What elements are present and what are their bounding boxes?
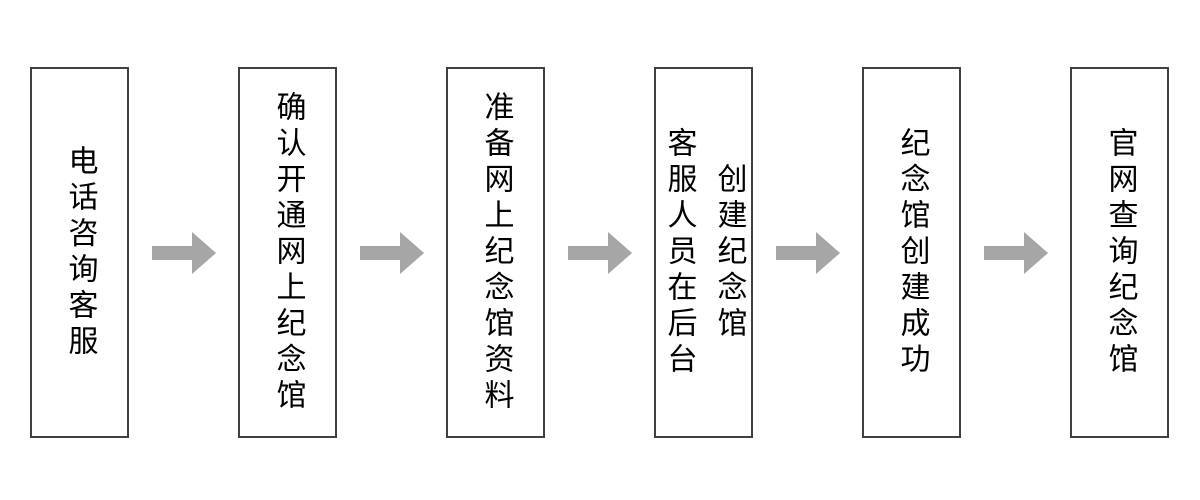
flow-step-2: 确认开通网上纪念馆 [238,67,337,438]
arrow-cell-1 [129,67,238,438]
flow-step-5: 纪念馆创建成功 [862,67,961,438]
flow-step-3: 准备网上纪念馆资料 [446,67,545,438]
arrow-cell-4 [753,67,862,438]
flow-step-4: 客服人员在后台 创建纪念馆 [654,67,753,438]
flow-step-4-label: 客服人员在后台 创建纪念馆 [662,126,746,379]
arrow-right-icon [359,231,424,274]
arrow-right-icon [775,231,840,274]
arrow-right-icon [567,231,632,274]
flow-step-6-label: 官网查询纪念馆 [1103,126,1137,379]
arrow-cell-2 [337,67,446,438]
flow-step-1: 电话咨询客服 [30,67,129,438]
flowchart: 电话咨询客服 确认开通网上纪念馆 准备网上纪念馆资料 客服人员在后台 创建纪念馆 [30,67,1169,438]
flow-step-3-label: 准备网上纪念馆资料 [479,90,513,415]
arrow-cell-5 [961,67,1070,438]
flow-step-1-label: 电话咨询客服 [63,144,97,361]
flow-step-5-label: 纪念馆创建成功 [895,126,929,379]
flow-step-2-label: 确认开通网上纪念馆 [271,90,305,415]
arrow-cell-3 [545,67,654,438]
arrow-right-icon [983,231,1048,274]
arrow-right-icon [151,231,216,274]
flow-step-6: 官网查询纪念馆 [1070,67,1169,438]
